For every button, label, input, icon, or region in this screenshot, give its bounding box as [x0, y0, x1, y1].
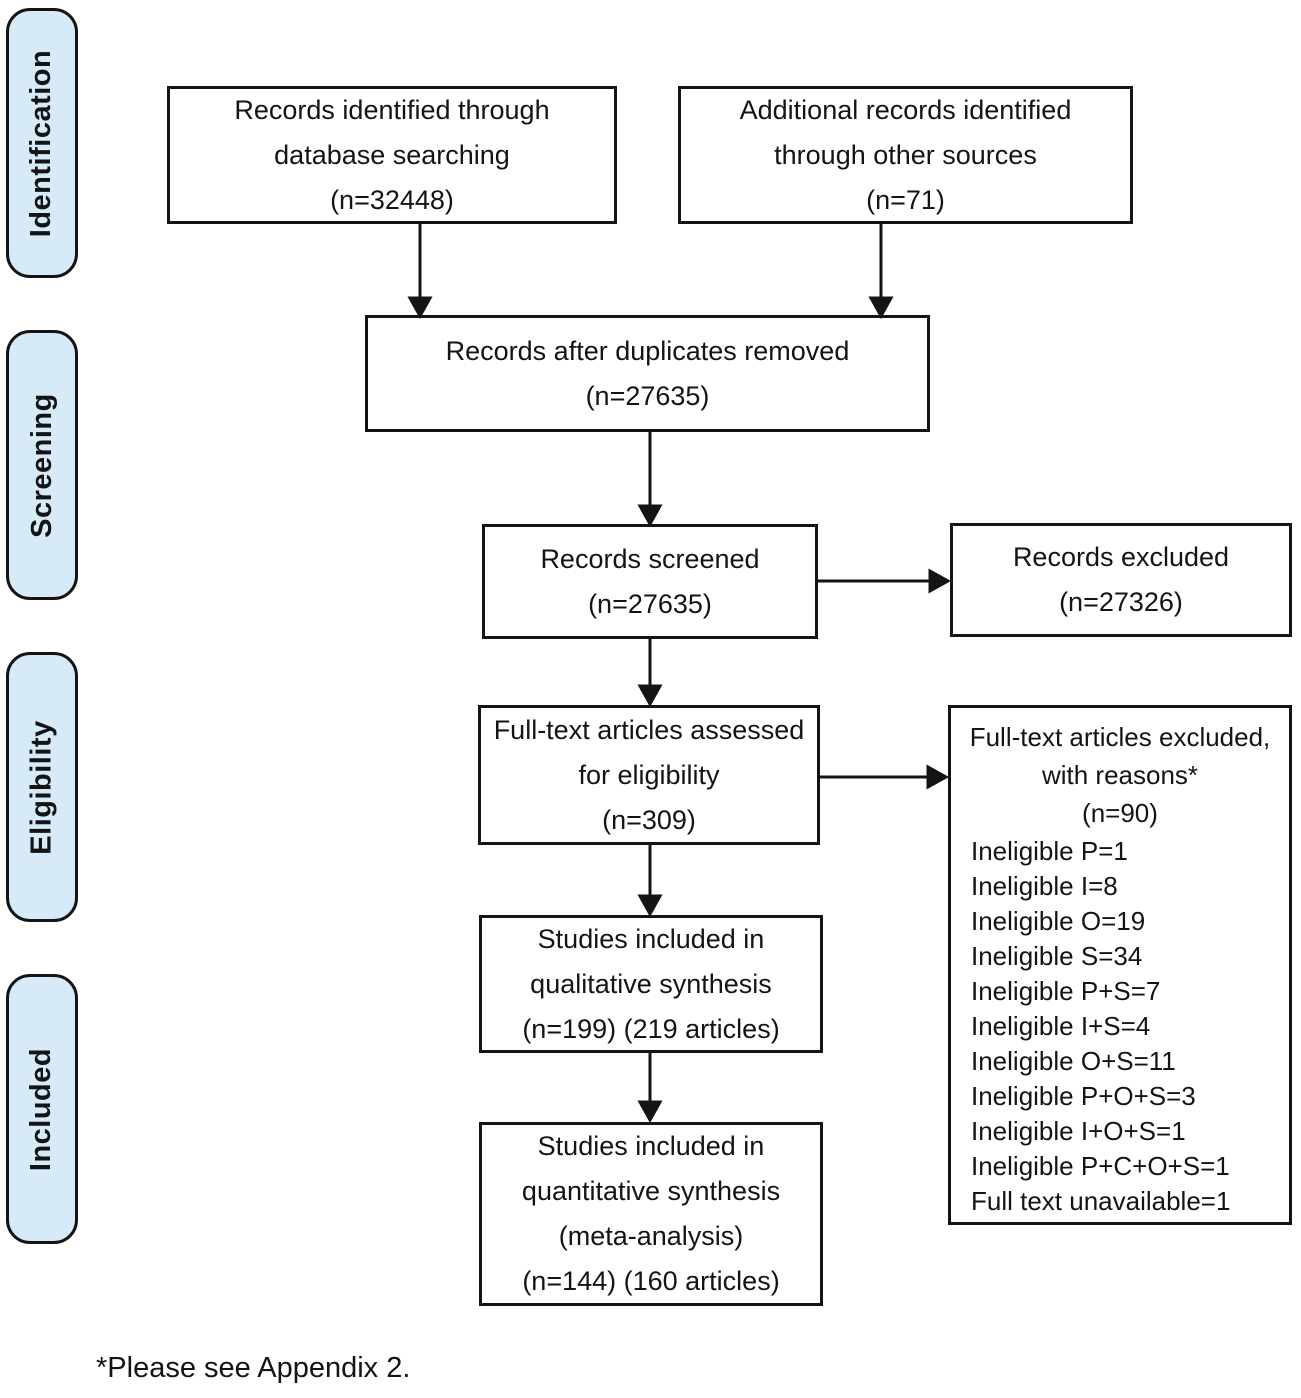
node-qualitative-synthesis: Studies included in qualitative synthesi…	[479, 915, 823, 1053]
box-text-line: (n=27635)	[585, 380, 710, 411]
exclusion-reason: Ineligible O+S=11	[971, 1046, 1176, 1076]
stage-identification-label: Identification	[25, 49, 58, 237]
exclusion-reason: Ineligible I+S=4	[971, 1011, 1151, 1041]
box-text-line: for eligibility	[578, 759, 720, 790]
arrowhead-screened-to-fulltext	[637, 684, 663, 708]
node-records-screened: Records screened (n=27635)	[482, 524, 818, 639]
box-text-line: Records screened	[540, 543, 760, 574]
stage-screening-label: Screening	[25, 392, 58, 538]
box-text-line: Records identified through	[234, 94, 550, 125]
box-text-line: (n=199) (219 articles)	[522, 1013, 780, 1044]
arrowhead-fulltext-to-qualitative	[637, 894, 663, 918]
box-text-line: database searching	[274, 139, 510, 170]
arrowhead-fulltext-to-reasons	[926, 764, 950, 790]
exclusion-reason-list: Ineligible P=1 Ineligible I=8 Ineligible…	[957, 834, 1283, 1219]
arrowhead-screened-to-excluded	[928, 568, 952, 594]
box-text-line: (n=27326)	[1059, 587, 1183, 617]
box-text-line: Full-text articles assessed	[493, 714, 805, 745]
node-records-excluded: Records excluded (n=27326)	[950, 523, 1292, 637]
node-duplicates-removed: Records after duplicates removed (n=2763…	[365, 315, 930, 432]
box-text-line: Records excluded	[1012, 542, 1230, 572]
box-text-line: (n=90)	[1082, 798, 1158, 828]
box-text-line: (n=309)	[602, 804, 696, 835]
box-text-line: quantitative synthesis	[521, 1176, 781, 1206]
box-text-line: with reasons*	[1041, 760, 1199, 790]
box-text-line: Studies included in	[537, 923, 765, 954]
stage-eligibility: Eligibility	[6, 652, 78, 922]
box-text-line: (n=144) (160 articles)	[522, 1266, 780, 1296]
exclusion-reason: Ineligible P=1	[971, 836, 1128, 866]
box-text-line: through other sources	[774, 139, 1037, 170]
arrowhead-identified-to-dedup	[407, 296, 433, 320]
box-text-line: (n=71)	[866, 184, 945, 215]
arrowhead-qualitative-to-quantitative	[637, 1100, 663, 1124]
node-fulltext-assessed: Full-text articles assessed for eligibil…	[478, 705, 820, 845]
stage-screening: Screening	[6, 330, 78, 600]
appendix-footnote: *Please see Appendix 2.	[96, 1352, 411, 1384]
arrowhead-dedup-to-screened	[637, 504, 663, 528]
box-text-line: Full-text articles excluded,	[969, 722, 1271, 752]
exclusion-reason: Full text unavailable=1	[971, 1186, 1231, 1216]
box-text-line: (meta-analysis)	[558, 1221, 744, 1251]
node-quantitative-synthesis: Studies included in quantitative synthes…	[479, 1122, 823, 1306]
box-text-line: Records after duplicates removed	[445, 335, 850, 366]
node-additional-records: Additional records identified through ot…	[678, 86, 1133, 224]
exclusion-reason: Ineligible I=8	[971, 871, 1118, 901]
exclusion-reason: Ineligible P+C+O+S=1	[971, 1151, 1230, 1181]
box-text-line: (n=32448)	[330, 184, 454, 215]
node-fulltext-excluded: Full-text articles excluded, with reason…	[948, 705, 1292, 1225]
stage-eligibility-label: Eligibility	[25, 719, 58, 855]
arrowhead-additional-to-dedup	[868, 296, 894, 320]
exclusion-reason: Ineligible I+O+S=1	[971, 1116, 1186, 1146]
box-text-line: Additional records identified	[739, 94, 1072, 125]
exclusion-reason: Ineligible S=34	[971, 941, 1143, 971]
exclusion-reason: Ineligible O=19	[971, 906, 1146, 936]
exclusion-reason: Ineligible P+O+S=3	[971, 1081, 1196, 1111]
box-text-line: Studies included in	[537, 1131, 765, 1161]
node-records-identified: Records identified through database sear…	[167, 86, 617, 224]
box-text-line: (n=27635)	[588, 588, 712, 619]
stage-identification: Identification	[6, 8, 78, 278]
stage-included-label: Included	[25, 1047, 58, 1171]
stage-included: Included	[6, 974, 78, 1244]
exclusion-reason: Ineligible P+S=7	[971, 976, 1161, 1006]
box-text-line: qualitative synthesis	[530, 968, 772, 999]
